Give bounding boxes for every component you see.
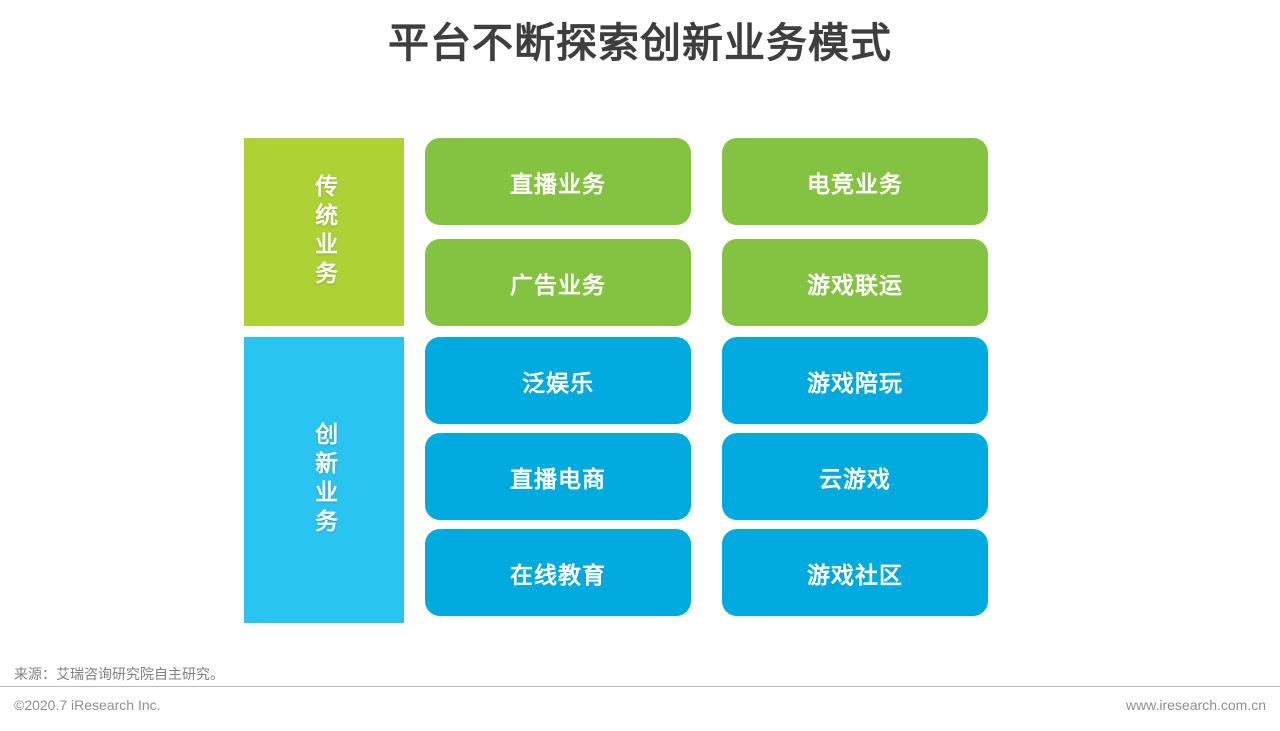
business-card-online-education: 在线教育	[425, 529, 691, 616]
footer-divider	[0, 686, 1280, 687]
business-card-esports: 电竞业务	[722, 138, 988, 225]
business-card-game-community: 游戏社区	[722, 529, 988, 616]
business-card-live-streaming: 直播业务	[425, 138, 691, 225]
business-card-grid: 直播业务 电竞业务 广告业务 游戏联运 泛娱乐 游戏陪玩 直播电商 云游戏 在线…	[425, 138, 988, 623]
website-url: www.iresearch.com.cn	[1125, 697, 1266, 713]
copyright-text: ©2020.7 iResearch Inc.	[14, 697, 161, 713]
business-card-live-commerce: 直播电商	[425, 433, 691, 520]
category-label-innovative: 创新业务	[311, 422, 338, 538]
page-title: 平台不断探索创新业务模式	[388, 20, 892, 66]
business-card-game-companion: 游戏陪玩	[722, 337, 988, 424]
business-card-advertising: 广告业务	[425, 239, 691, 326]
category-block-innovative: 创新业务	[244, 337, 404, 623]
category-block-traditional: 传统业务	[244, 138, 404, 326]
business-model-matrix: 传统业务 创新业务 直播业务 电竞业务 广告业务 游戏联运 泛娱乐 游戏陪玩 直…	[244, 138, 988, 623]
source-note: 来源：艾瑞咨询研究院自主研究。	[14, 666, 224, 682]
category-label-traditional: 传统业务	[311, 174, 338, 290]
business-card-game-joint-operation: 游戏联运	[722, 239, 988, 326]
business-card-pan-entertainment: 泛娱乐	[425, 337, 691, 424]
business-card-cloud-gaming: 云游戏	[722, 433, 988, 520]
